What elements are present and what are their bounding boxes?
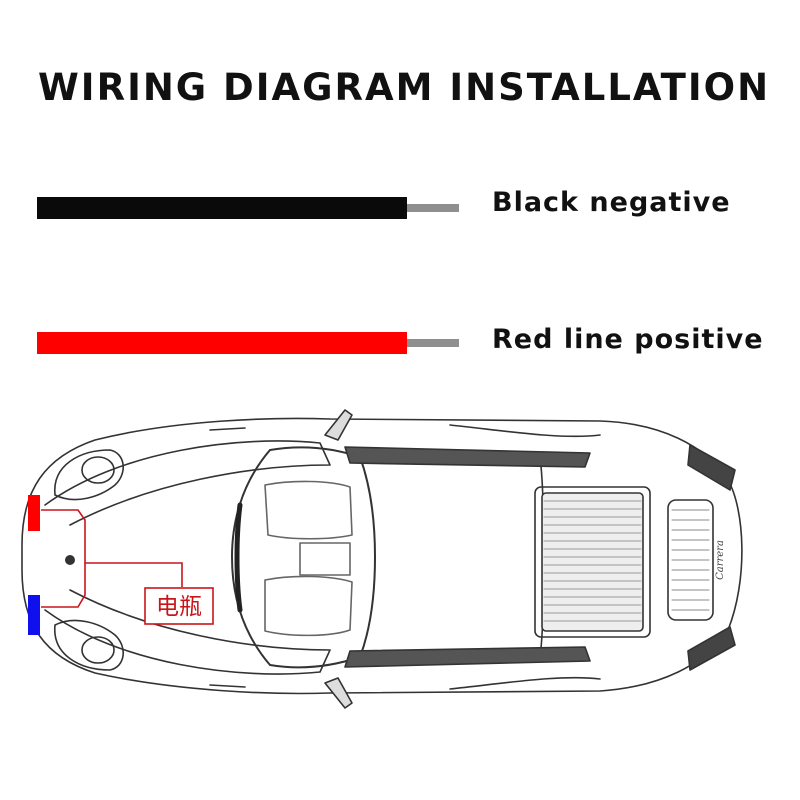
battery-label: 电瓶 <box>156 594 202 620</box>
red-wire-label: Red line positive <box>492 324 764 355</box>
page-title: WIRING DIAGRAM INSTALLATION <box>38 66 771 109</box>
car-rear-window <box>534 486 651 638</box>
car-windshield <box>231 446 376 669</box>
red-wire-sheath <box>37 332 407 354</box>
car-hood-outline <box>44 440 331 526</box>
car-rear-badge: Carrera <box>715 540 726 580</box>
wiring-lines <box>41 509 183 608</box>
car-front-emblem <box>65 555 75 565</box>
car-top-view-diagram: Carrera 电瓶 <box>21 409 743 709</box>
negative-connector <box>28 595 40 635</box>
battery-box <box>144 587 214 625</box>
positive-connector <box>28 495 40 531</box>
black-wire-sample <box>37 197 459 219</box>
red-wire-sample <box>37 332 459 354</box>
car-mirror-bottom <box>324 677 353 709</box>
black-wire-label: Black negative <box>492 187 731 218</box>
red-wire-core <box>407 339 459 347</box>
car-engine-grille <box>667 499 714 621</box>
car-headlight-bottom <box>54 619 124 671</box>
car-body-outline <box>21 417 743 695</box>
black-wire-core <box>407 204 459 212</box>
car-headlight-top <box>54 449 124 501</box>
car-mirror-top <box>324 409 353 441</box>
black-wire-sheath <box>37 197 407 219</box>
car-roof <box>359 454 545 658</box>
